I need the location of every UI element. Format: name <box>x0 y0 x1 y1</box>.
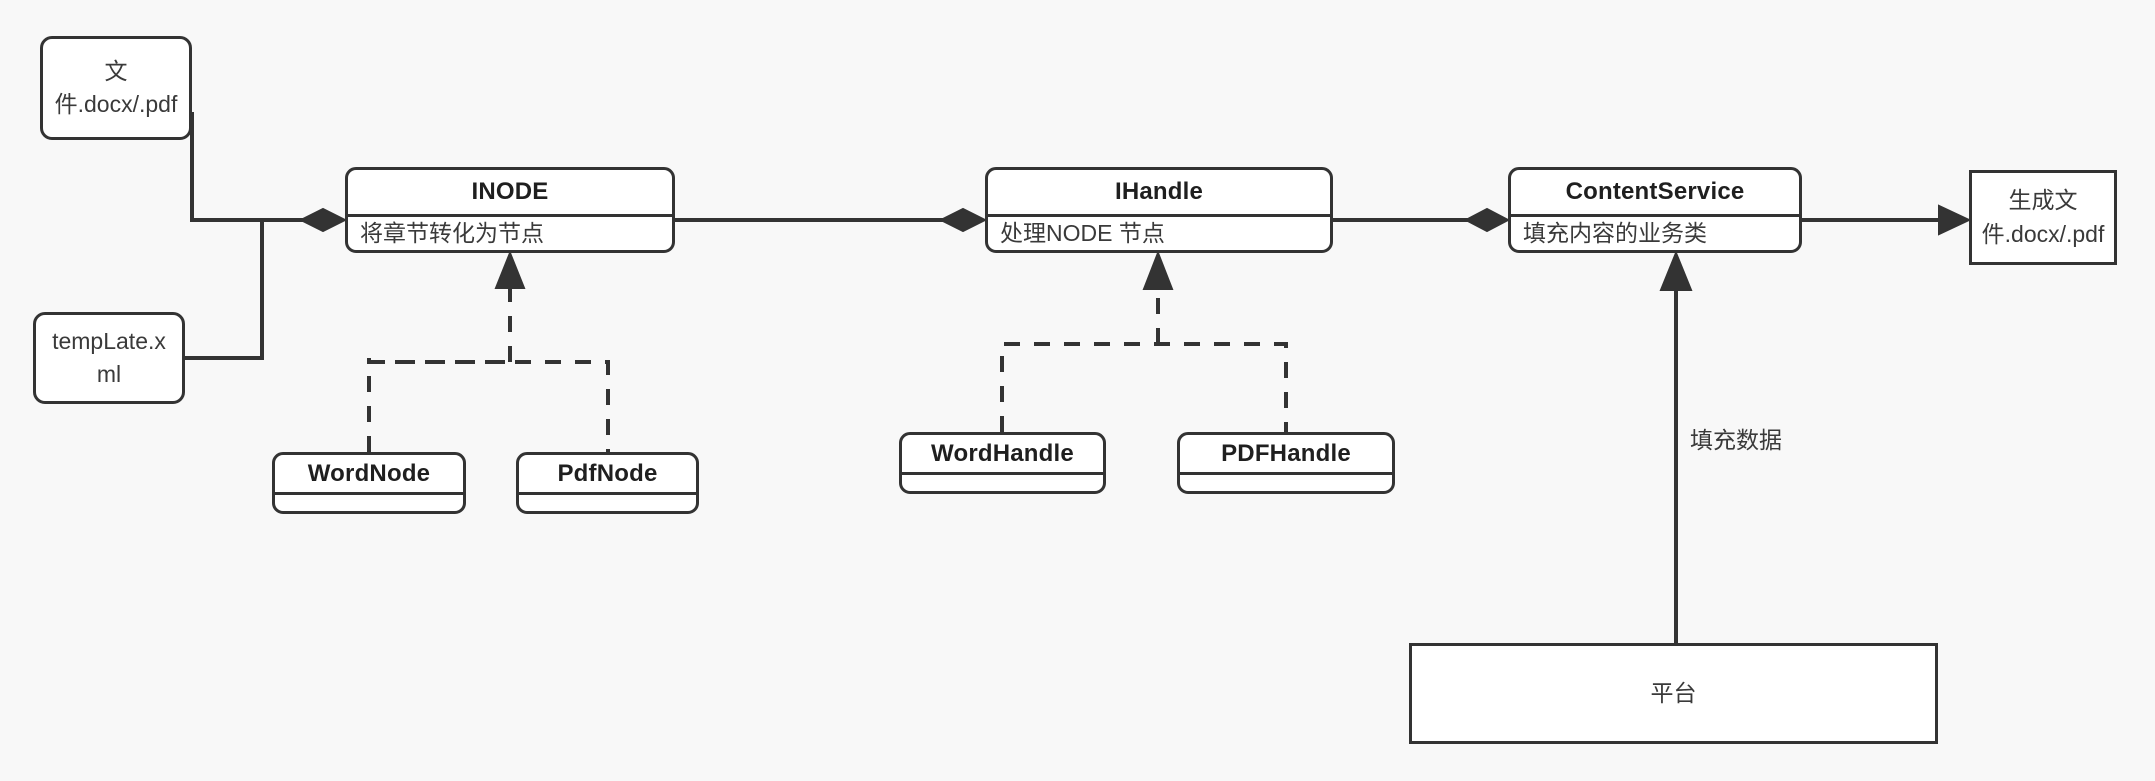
node-pdf-node-body <box>519 495 696 511</box>
node-output-file-label: 生成文 件.docx/.pdf <box>1982 184 2105 251</box>
node-ihandle-title: IHandle <box>1114 178 1204 205</box>
node-platform-label: 平台 <box>1650 679 1697 706</box>
node-content-service-separator <box>1511 214 1799 217</box>
node-template-file-line1: tempLate.x <box>52 327 166 354</box>
node-template-file-label: tempLate.x ml <box>52 325 166 392</box>
node-template-file-line2: ml <box>96 361 122 387</box>
node-inode[interactable]: INODE 将章节转化为节点 <box>345 167 675 253</box>
node-ihandle-separator <box>988 214 1330 217</box>
node-pdf-node-title: PdfNode <box>557 459 658 487</box>
node-source-file-label: 文 件.docx/.pdf <box>55 55 178 122</box>
node-source-file[interactable]: 文 件.docx/.pdf <box>40 36 192 140</box>
connector-handle-dashed-bus <box>1000 342 1288 432</box>
node-ihandle[interactable]: IHandle 处理NODE 节点 <box>985 167 1333 253</box>
node-source-file-line2: 件.docx/.pdf <box>54 91 178 117</box>
diamond-content-service-left <box>1463 207 1511 233</box>
node-output-file-line2: 件.docx/.pdf <box>1981 220 2105 247</box>
node-inode-body: 将章节转化为节点 <box>360 219 544 246</box>
node-ihandle-body: 处理NODE 节点 <box>1000 219 1165 246</box>
node-pdf-node[interactable]: PdfNode <box>516 452 699 514</box>
arrowhead-content-service-bottom <box>1659 250 1693 291</box>
connector-pdf-node-dashed <box>367 358 610 452</box>
arrowhead-ihandle-bottom <box>1142 250 1174 290</box>
node-word-node-body <box>275 495 463 511</box>
node-output-file[interactable]: 生成文 件.docx/.pdf <box>1969 170 2117 265</box>
node-inode-title: INODE <box>471 178 549 205</box>
node-pdf-node-separator <box>519 492 696 495</box>
node-content-service-body: 填充内容的业务类 <box>1523 219 1707 246</box>
node-platform[interactable]: 平台 <box>1409 643 1938 744</box>
node-word-handle-title: WordHandle <box>931 439 1074 467</box>
connector-word-node-dashed <box>367 360 510 452</box>
node-output-file-line1: 生成文 <box>2008 187 2078 214</box>
node-word-handle[interactable]: WordHandle <box>899 432 1106 494</box>
node-content-service[interactable]: ContentService 填充内容的业务类 <box>1508 167 1802 253</box>
node-pdf-handle-title: PDFHandle <box>1221 439 1351 467</box>
diamond-ihandle-left <box>938 207 988 233</box>
connector-source-file-to-inode <box>190 112 330 222</box>
node-pdf-handle-separator <box>1180 472 1392 475</box>
node-source-file-line1: 文 <box>104 57 128 84</box>
node-pdf-handle[interactable]: PDFHandle <box>1177 432 1395 494</box>
node-word-node-title: WordNode <box>307 459 431 487</box>
connector-template-file-to-inode <box>185 218 330 360</box>
node-word-handle-body <box>902 475 1103 491</box>
diamond-inode-left <box>298 207 348 233</box>
node-inode-separator <box>348 214 672 217</box>
node-content-service-title: ContentService <box>1565 178 1745 205</box>
node-pdf-handle-body <box>1180 475 1392 491</box>
node-word-node-separator <box>275 492 463 495</box>
arrowhead-output-file <box>1938 204 1972 236</box>
arrowhead-inode-bottom <box>494 250 526 289</box>
node-word-node[interactable]: WordNode <box>272 452 466 514</box>
node-template-file[interactable]: tempLate.x ml <box>33 312 185 404</box>
node-word-handle-separator <box>902 472 1103 475</box>
edge-label-fill-data: 填充数据 <box>1690 427 1782 453</box>
